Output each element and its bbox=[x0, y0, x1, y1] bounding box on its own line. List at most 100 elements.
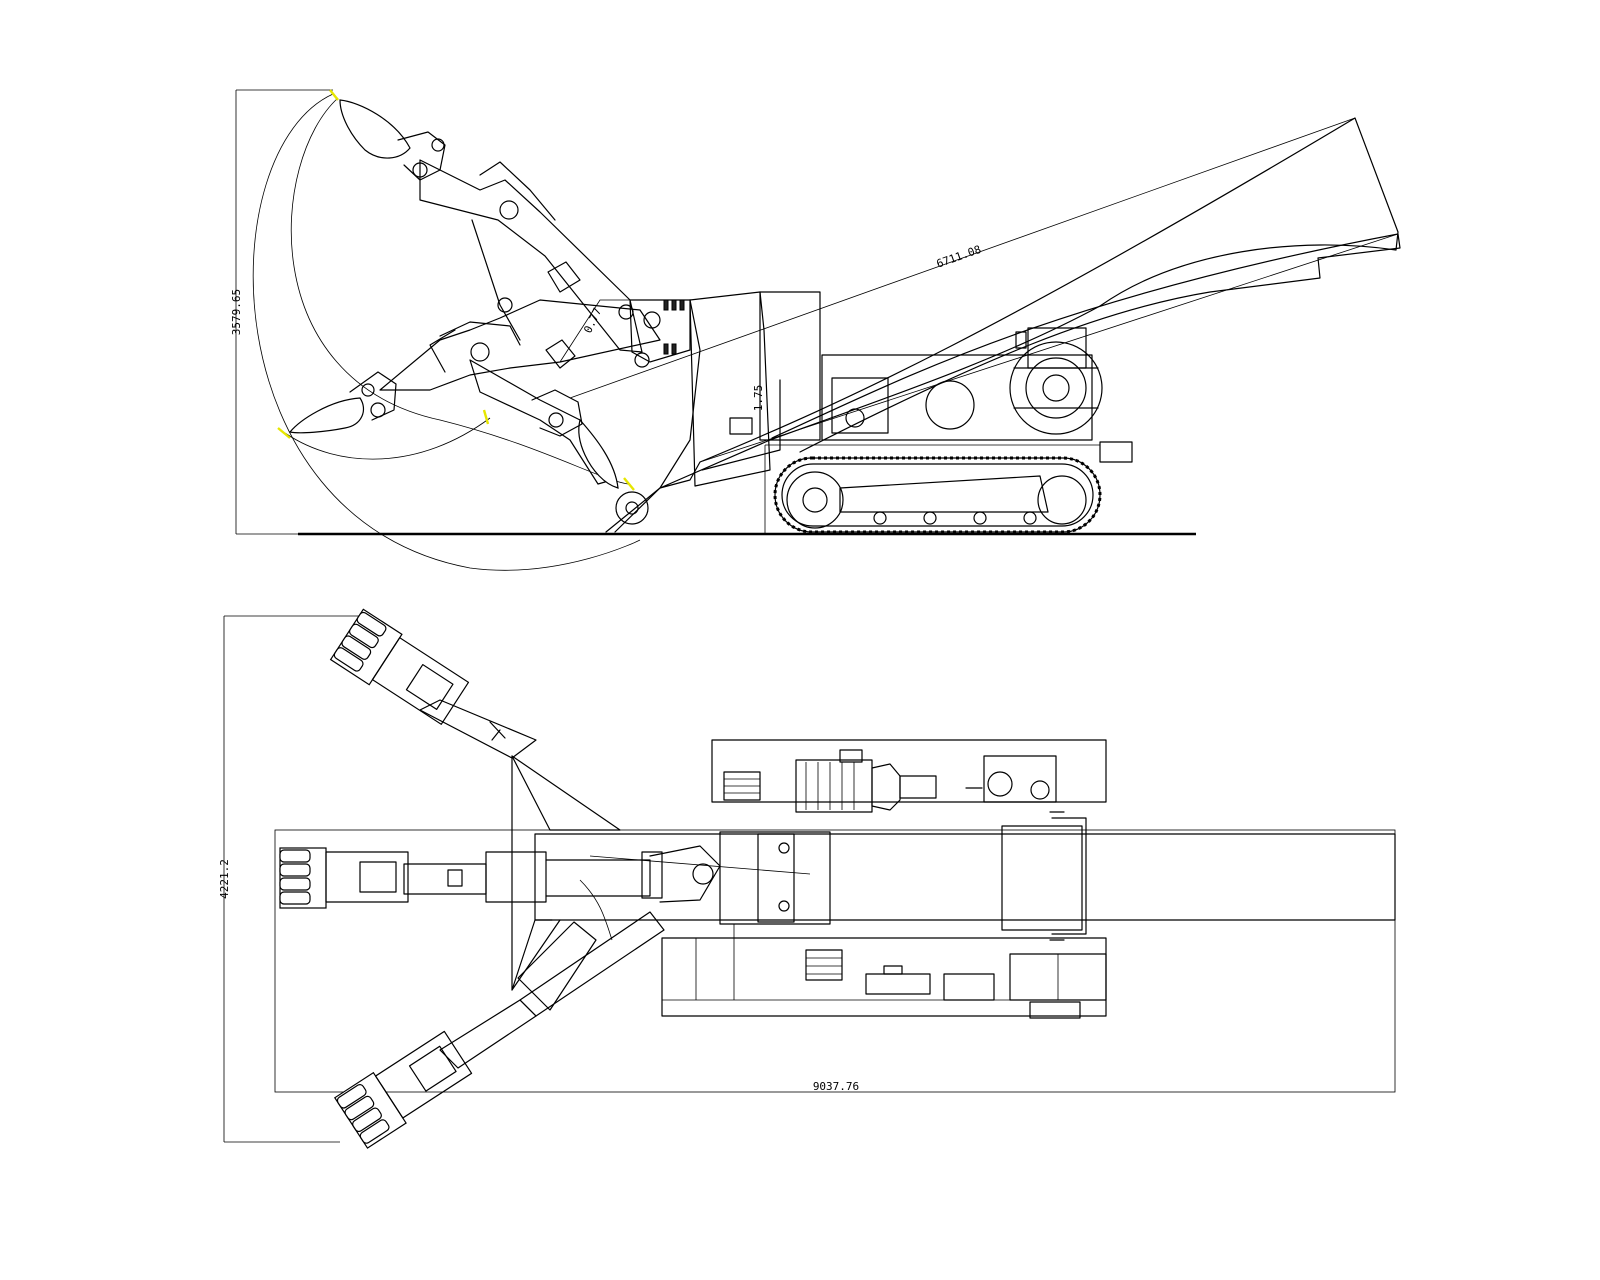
cutter-pin-left-1 bbox=[370, 402, 386, 418]
plan-lower-box-1 bbox=[865, 973, 931, 995]
arm-lower-position bbox=[469, 359, 613, 485]
drive-drum-cover bbox=[1013, 367, 1099, 409]
pivot-bolt-lower bbox=[634, 352, 650, 368]
plan-center-linkage bbox=[359, 861, 397, 893]
plan-lower-cylinder bbox=[1029, 1001, 1081, 1019]
plan-motor-fins bbox=[805, 762, 855, 810]
plan-center-arm-guard bbox=[485, 851, 547, 903]
plan-center-boom bbox=[545, 859, 651, 897]
arm-middle-cylinder bbox=[429, 329, 456, 373]
idler-wheel bbox=[1037, 475, 1087, 525]
track-rollers bbox=[873, 511, 1037, 525]
reach-arc-lower bbox=[284, 417, 491, 460]
reach-arc-outer bbox=[252, 93, 641, 571]
drive-drum-outer bbox=[1009, 341, 1103, 435]
conveyor-centerline bbox=[699, 233, 1399, 463]
conveyor-boom bbox=[614, 117, 1399, 533]
plan-width-extent bbox=[223, 615, 360, 1143]
limit-mark-right bbox=[623, 477, 635, 491]
arm-middle-linkage bbox=[439, 321, 521, 346]
turret-valve bbox=[729, 417, 753, 435]
arm-upper-cylinder bbox=[471, 219, 521, 341]
arm-upper-base-joint bbox=[618, 304, 634, 320]
cutter-pin-upper-2 bbox=[431, 138, 445, 152]
plan-turret-bolt-1 bbox=[778, 842, 790, 854]
arm-middle-joint-2 bbox=[497, 297, 513, 313]
cutter-pin-lower bbox=[548, 412, 564, 428]
limit-mark-mid bbox=[482, 409, 490, 425]
cab-frame bbox=[759, 291, 821, 441]
plan-length-extent bbox=[274, 829, 1396, 1093]
track-frame bbox=[839, 475, 1049, 513]
motor-terminal bbox=[1015, 331, 1027, 349]
plan-tank-port-2 bbox=[1030, 780, 1050, 800]
plan-center-stick-block bbox=[447, 869, 463, 887]
plan-coupling bbox=[871, 763, 901, 811]
turret-inner bbox=[701, 379, 781, 471]
plan-center-bucket-teeth bbox=[279, 849, 311, 905]
plan-center-bucket-frame bbox=[325, 851, 409, 903]
plan-lower-stick bbox=[439, 999, 537, 1069]
plan-lower-module bbox=[661, 937, 1107, 1017]
rear-valve bbox=[1099, 441, 1133, 463]
cutter-bracket-left bbox=[349, 371, 397, 421]
plan-upper-stick-mark bbox=[489, 721, 506, 741]
plan-motor bbox=[795, 759, 873, 813]
plan-rear-drum bbox=[1001, 825, 1083, 931]
arm-middle-lug bbox=[545, 339, 576, 369]
oil-tank bbox=[925, 380, 975, 430]
reach-arc-inner bbox=[290, 97, 629, 485]
drive-drum-mid bbox=[1025, 357, 1087, 419]
side-small-dimension-1: 1.75 bbox=[752, 385, 765, 412]
plan-length-dimension: 9037.76 bbox=[813, 1080, 859, 1093]
arm-upper-lug bbox=[547, 261, 581, 293]
plan-upper-bucket bbox=[329, 608, 470, 725]
limit-mark-top bbox=[329, 89, 339, 101]
plan-motor-terminal bbox=[839, 749, 863, 763]
cutter-head-upper bbox=[339, 99, 411, 159]
plan-apron-front bbox=[511, 755, 561, 991]
plan-lower-box-2 bbox=[943, 973, 995, 1001]
arm-upper-linkage bbox=[479, 161, 556, 221]
plan-apron-upper bbox=[511, 755, 621, 831]
plan-slew-joint bbox=[649, 845, 721, 903]
arm-upper-position bbox=[419, 159, 643, 353]
plan-pump bbox=[899, 775, 937, 799]
plan-tank bbox=[983, 755, 1057, 803]
plan-lower-arm-guard bbox=[517, 921, 597, 1011]
plan-main-body bbox=[534, 833, 1396, 921]
plan-view: 4221.2 9037.76 bbox=[218, 608, 1396, 1149]
plan-slew-bracket bbox=[641, 851, 663, 899]
drive-drum-hub bbox=[1042, 374, 1070, 402]
arm-middle-joint-1 bbox=[470, 342, 490, 362]
plan-tank-port-1 bbox=[987, 771, 1013, 797]
cutter-bracket-upper bbox=[397, 131, 446, 181]
slew-pivot bbox=[615, 491, 649, 525]
crawler-track-inner bbox=[781, 463, 1094, 527]
arm-upper-joint bbox=[499, 200, 519, 220]
plan-width-dimension: 4221.2 bbox=[218, 859, 231, 899]
cylinder-rod bbox=[559, 299, 690, 363]
cutter-pin-upper-1 bbox=[412, 162, 428, 178]
plan-lower-valve-bank bbox=[805, 949, 843, 981]
turret-body bbox=[689, 291, 771, 487]
plan-turret-bolt-2 bbox=[778, 900, 790, 912]
plan-lower-box-1-cap bbox=[883, 965, 903, 975]
limit-mark-left bbox=[277, 427, 291, 439]
plan-lower-bucket bbox=[333, 1030, 473, 1149]
plan-upper-module bbox=[711, 739, 1107, 803]
side-diagonal-dim-line bbox=[569, 117, 1356, 399]
drive-sprocket bbox=[786, 471, 844, 529]
electric-box bbox=[831, 377, 889, 434]
pivot-bolts bbox=[663, 299, 685, 355]
crawler-track-links bbox=[773, 456, 1102, 534]
electric-box-port bbox=[845, 408, 865, 428]
plan-turret-plate bbox=[757, 833, 795, 923]
plan-center-stick bbox=[403, 863, 487, 895]
plan-slew-axis bbox=[589, 855, 811, 875]
drive-sprocket-hub bbox=[802, 487, 828, 513]
plan-turret-base bbox=[719, 831, 831, 925]
plan-rear-bracket bbox=[1051, 817, 1087, 935]
side-diagonal-dimension: 6711.08 bbox=[935, 243, 983, 271]
